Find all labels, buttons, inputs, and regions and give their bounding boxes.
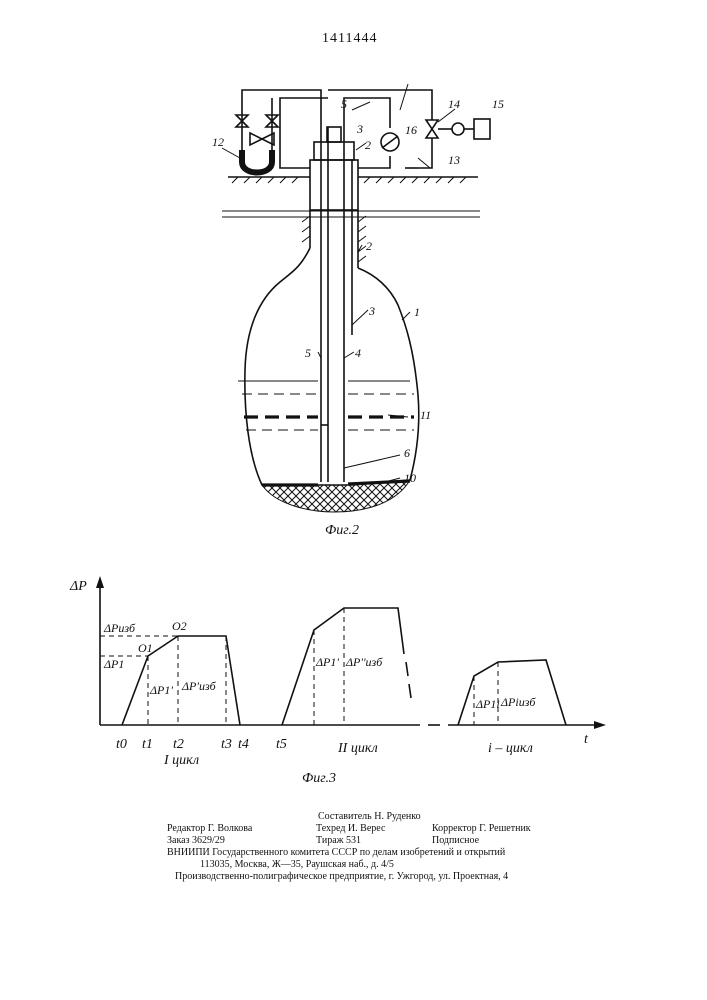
- cycle-2-dash-1: [406, 662, 408, 676]
- valve-14: [426, 120, 438, 138]
- ground-hatch: [232, 177, 466, 183]
- y-axis-label: ΔP: [69, 579, 87, 594]
- label-14: 14: [448, 97, 460, 111]
- imprint-org-line1: ВНИИПИ Государственного комитета СССР по…: [167, 847, 505, 859]
- imprint-editor: Редактор Г. Волкова: [167, 823, 252, 835]
- casing-hatch: [302, 216, 366, 262]
- cycle-2-curve: [282, 608, 404, 725]
- label-c1-dp1: ΔP1': [149, 683, 173, 697]
- label-15: 15: [492, 97, 504, 111]
- imprint-org-line2: 113035, Москва, Ж—35, Раушская наб., д. …: [200, 859, 394, 871]
- cycle-2-dash-2: [409, 684, 411, 698]
- label-3-tube: 3: [368, 304, 375, 318]
- label-cycle-i: i – цикл: [488, 741, 533, 756]
- label-c2-dpizb: ΔP''изб: [345, 655, 383, 669]
- label-cycle-2: II цикл: [337, 741, 378, 756]
- label-2-top: 2: [365, 138, 371, 152]
- imprint-subscription: Подписное: [432, 835, 479, 847]
- imprint-compiler: Составитель Н. Руденко: [318, 811, 421, 823]
- u-tube-12: [242, 150, 272, 173]
- x-axis-arrow: [594, 721, 606, 729]
- label-t3: t3: [221, 737, 232, 752]
- label-ci-dpizb: ΔPiизб: [500, 695, 536, 709]
- fig2-caption: Фиг.2: [325, 523, 359, 538]
- label-dp-izb: ΔPизб: [103, 621, 136, 635]
- label-13: 13: [448, 153, 460, 167]
- fig2-diagram: 12 5 3 2 16 14 15 13 2 3 1 5 4 11 6 10 Ф…: [212, 84, 504, 538]
- label-o1: O1: [138, 641, 153, 655]
- label-t2: t2: [173, 737, 184, 752]
- label-dp1: ΔP1: [103, 657, 124, 671]
- label-5-top: 5: [341, 97, 347, 111]
- label-12: 12: [212, 135, 224, 149]
- label-5-tube: 5: [305, 346, 311, 360]
- label-3-top: 3: [356, 122, 363, 136]
- label-1: 1: [414, 305, 420, 319]
- label-c2-dp1: ΔP1': [315, 655, 339, 669]
- valve-left-3: [250, 133, 274, 145]
- imprint-techred: Техред И. Верес: [316, 823, 385, 835]
- label-t1: t1: [142, 737, 153, 752]
- actuator-circle: [452, 123, 464, 135]
- label-16: 16: [405, 123, 417, 137]
- fig3-graph: ΔP t ΔPизб ΔP1 O1 O2 ΔP1' ΔP'изб ΔP1' ΔP…: [69, 576, 606, 786]
- label-cycle-1: I цикл: [163, 753, 199, 768]
- wellhead-block: [310, 160, 358, 210]
- y-axis-arrow: [96, 576, 104, 588]
- label-t5: t5: [276, 737, 287, 752]
- cavern-outline: [245, 248, 419, 485]
- label-t4: t4: [238, 737, 249, 752]
- imprint-order: Заказ 3629/29: [167, 835, 225, 847]
- label-10: 10: [404, 471, 416, 485]
- wellhead-top: [327, 127, 341, 142]
- imprint-printer: Производственно-полиграфическое предприя…: [175, 871, 508, 883]
- wellhead-cap: [314, 142, 354, 160]
- leader-lines: [222, 84, 455, 482]
- label-11: 11: [420, 408, 431, 422]
- pump-16-mark: [382, 136, 398, 148]
- label-ci-dp1: ΔP1i: [475, 697, 500, 711]
- label-o2: O2: [172, 619, 187, 633]
- label-t0: t0: [116, 737, 127, 752]
- label-c1-dpizb: ΔP'изб: [181, 679, 217, 693]
- label-2-casing: 2: [366, 239, 372, 253]
- x-axis-label: t: [584, 732, 589, 747]
- fig3-caption: Фиг.3: [302, 771, 336, 786]
- imprint-circulation: Тираж 531: [316, 835, 361, 847]
- label-4: 4: [355, 346, 361, 360]
- imprint-corrector: Корректор Г. Решетник: [432, 823, 531, 835]
- controller-15: [474, 119, 490, 139]
- label-6: 6: [404, 446, 410, 460]
